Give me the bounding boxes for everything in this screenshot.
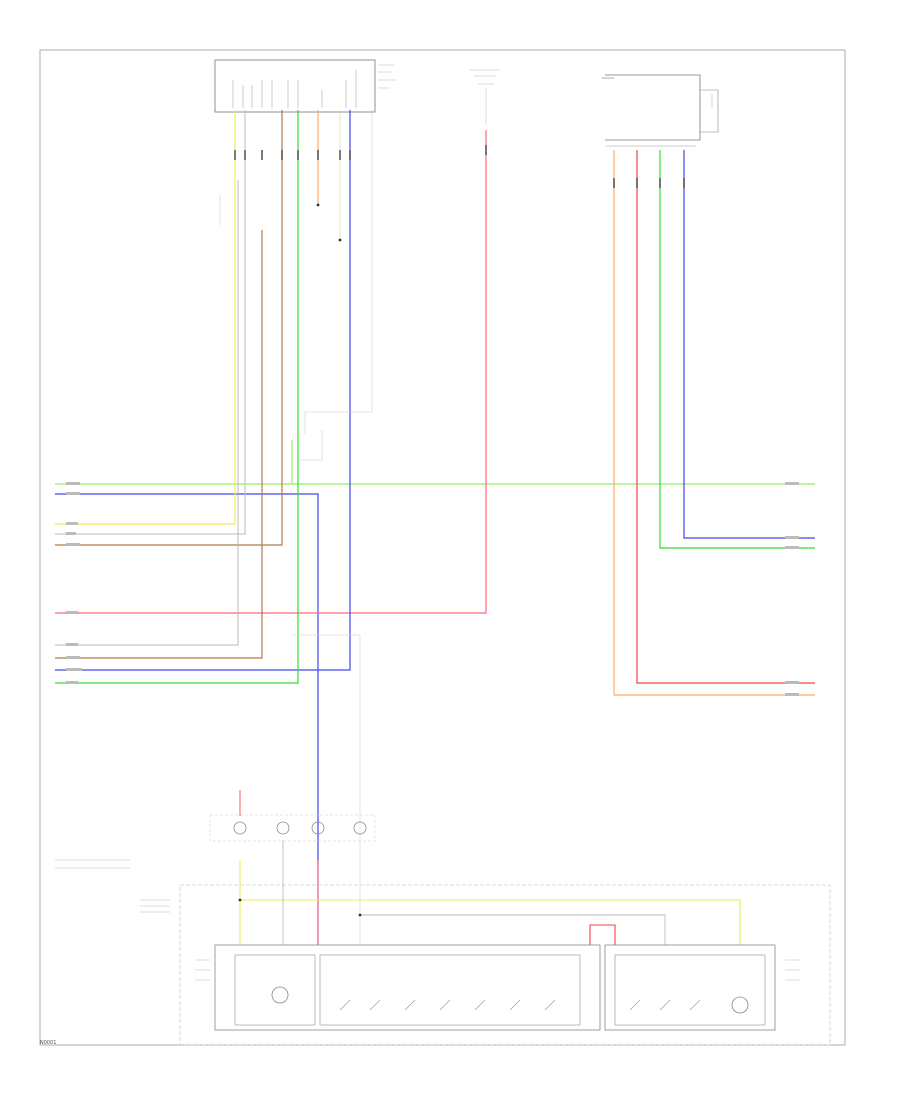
wire-brown bbox=[55, 110, 283, 546]
note-marks bbox=[55, 859, 800, 981]
wire-yellow-loop bbox=[240, 899, 741, 945]
top-right-connector bbox=[602, 74, 719, 147]
wire-gray-1 bbox=[55, 110, 246, 535]
wire-blue-2 bbox=[55, 110, 351, 671]
footer-code: N0001 bbox=[40, 1040, 57, 1046]
wire-brown-2 bbox=[55, 230, 263, 659]
wire-red-right bbox=[636, 150, 815, 684]
top-connector bbox=[214, 59, 396, 113]
wire-green-2 bbox=[55, 110, 299, 684]
wire-blue-right bbox=[683, 150, 815, 539]
ground-connector bbox=[209, 814, 376, 842]
wire-ticks bbox=[234, 145, 685, 188]
wire-blue-main bbox=[55, 493, 319, 945]
wire-pink bbox=[55, 130, 487, 614]
wire-gray-loop bbox=[360, 914, 666, 945]
wire-red-loop bbox=[589, 924, 616, 945]
grey-leads bbox=[219, 110, 373, 461]
switch-contacts bbox=[339, 999, 701, 1011]
wire-green-right bbox=[659, 150, 815, 549]
wire-yellow bbox=[55, 110, 236, 525]
wire-gray-2 bbox=[55, 180, 239, 646]
wire-orange-right bbox=[613, 150, 815, 696]
switch-panel bbox=[179, 884, 831, 1046]
wire-end-labels bbox=[66, 482, 799, 696]
junction-dots bbox=[238, 203, 362, 917]
pink-wire-origin bbox=[470, 69, 500, 125]
wire-gray-3 bbox=[292, 634, 361, 945]
